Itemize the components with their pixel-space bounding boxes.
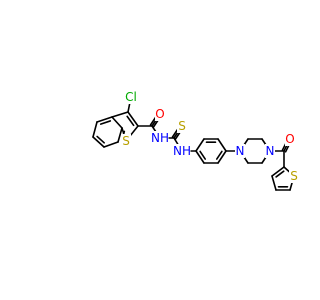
bond-b6-b1 <box>96 116 113 123</box>
bond-c3-c2-inner <box>126 115 135 127</box>
benzothiophene-sulfur-label-background <box>121 134 131 148</box>
bond-c3-c2 <box>127 111 139 127</box>
bond-p4-p5-inner <box>215 150 223 160</box>
ketone-oxygen-label-background <box>285 132 295 146</box>
bond-b4-b5-inner <box>96 135 105 144</box>
chlorine-atom-label-background <box>122 90 140 104</box>
piperazine-nitrogen-1-label-background <box>235 144 245 158</box>
bond-b4-b5 <box>92 136 105 148</box>
thiourea-sulfur-label: S <box>178 119 186 133</box>
piperazine-nitrogen-2-label-background <box>265 144 275 158</box>
bond-p6-p1 <box>195 150 205 164</box>
bond-t3-t4 <box>271 175 277 191</box>
thiourea-nh-label: NH <box>173 144 191 158</box>
piperazine-nitrogen-2-label: N <box>266 144 275 158</box>
bond-t2-t3-inner <box>275 170 285 178</box>
bond-b2-b3 <box>117 127 123 143</box>
thiophene-sulfur-label: S <box>290 169 298 183</box>
amide-nh-label: NH <box>151 131 169 145</box>
bond-p3-p4 <box>217 138 227 152</box>
benzothiophene-sulfur-label: S <box>122 134 130 148</box>
bond-b1-b2 <box>111 116 123 129</box>
amide-oxygen-label: O <box>155 107 164 121</box>
bond-p1-p2 <box>195 138 205 152</box>
bond-b5-b6 <box>92 121 98 138</box>
ketone-oxygen-label: O <box>285 132 294 146</box>
amide-oxygen-label-background <box>155 107 165 121</box>
chlorine-atom-label: Cl <box>125 90 137 104</box>
piperazine-nitrogen-1-label: N <box>236 144 245 158</box>
bond-b1-c3 <box>111 111 129 118</box>
bond-p4-p5 <box>217 150 227 164</box>
amide-nh-label-background <box>151 131 169 145</box>
bond-t2-t3 <box>271 166 285 177</box>
bond-b6-b1-inner <box>99 120 112 125</box>
bond-p6-p1-inner <box>199 150 207 160</box>
thiourea-nh-label-background <box>173 144 191 158</box>
thiophene-sulfur-label-background <box>289 169 299 183</box>
thiourea-sulfur-label-background <box>177 119 187 133</box>
bond-b3-b4 <box>103 141 119 148</box>
